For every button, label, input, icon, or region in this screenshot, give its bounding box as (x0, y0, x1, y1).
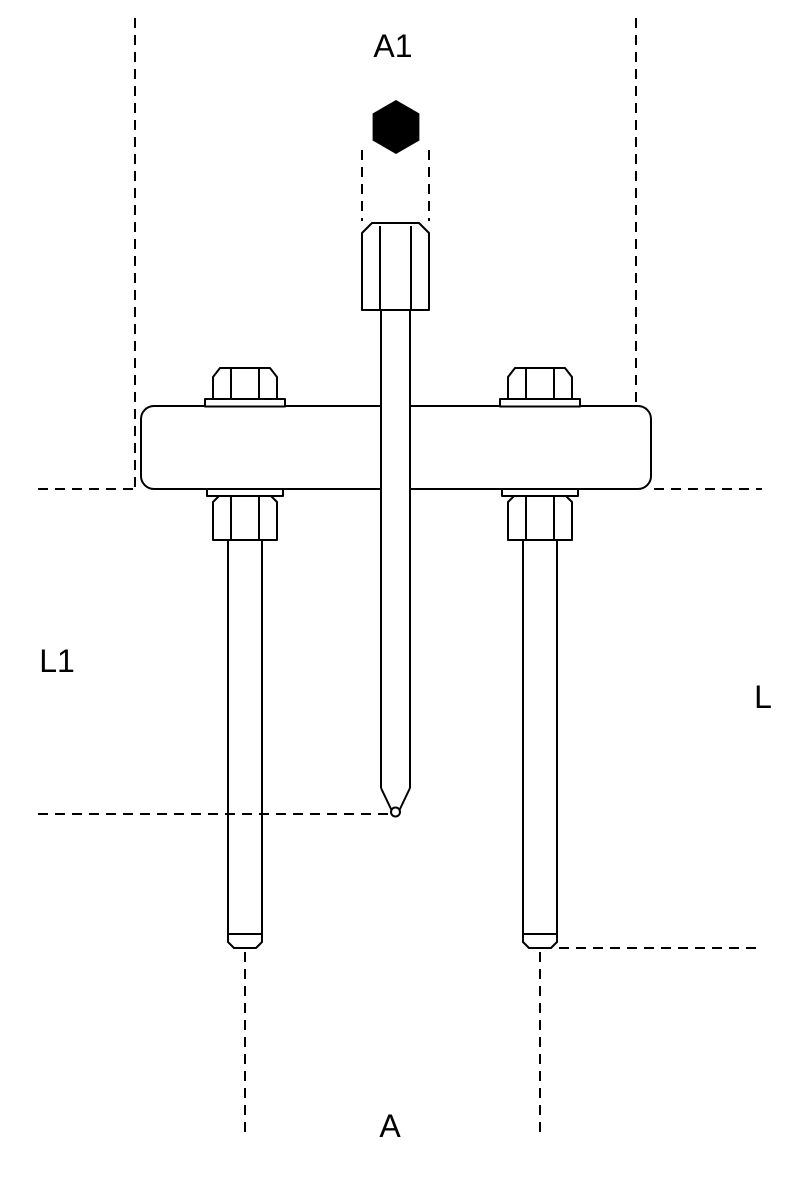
dimension-label-l1: L1 (39, 643, 75, 679)
spindle-tip-bead (390, 806, 401, 818)
left-nut-washer (206, 488, 284, 497)
left-bolt-washer (204, 398, 286, 408)
left-nut (212, 495, 278, 541)
dimension-label-a: A (379, 1108, 401, 1144)
right-nut-washer (501, 488, 579, 497)
spindle-body-mask (381, 310, 410, 788)
right-bolt-washer (499, 398, 581, 408)
drive-hex-nut (361, 222, 430, 311)
right-bolt-head (507, 367, 573, 400)
left-bolt-head (212, 367, 278, 400)
right-nut (507, 495, 573, 541)
left-leg (227, 539, 263, 949)
dimension-label-l: L (754, 679, 772, 715)
right-leg (522, 539, 558, 949)
hex-socket-icon (372, 100, 420, 154)
puller-parts (140, 222, 652, 949)
construction-lines-back (38, 18, 762, 1136)
spindle-tip (380, 787, 411, 811)
dimension-label-a1: A1 (373, 28, 412, 64)
